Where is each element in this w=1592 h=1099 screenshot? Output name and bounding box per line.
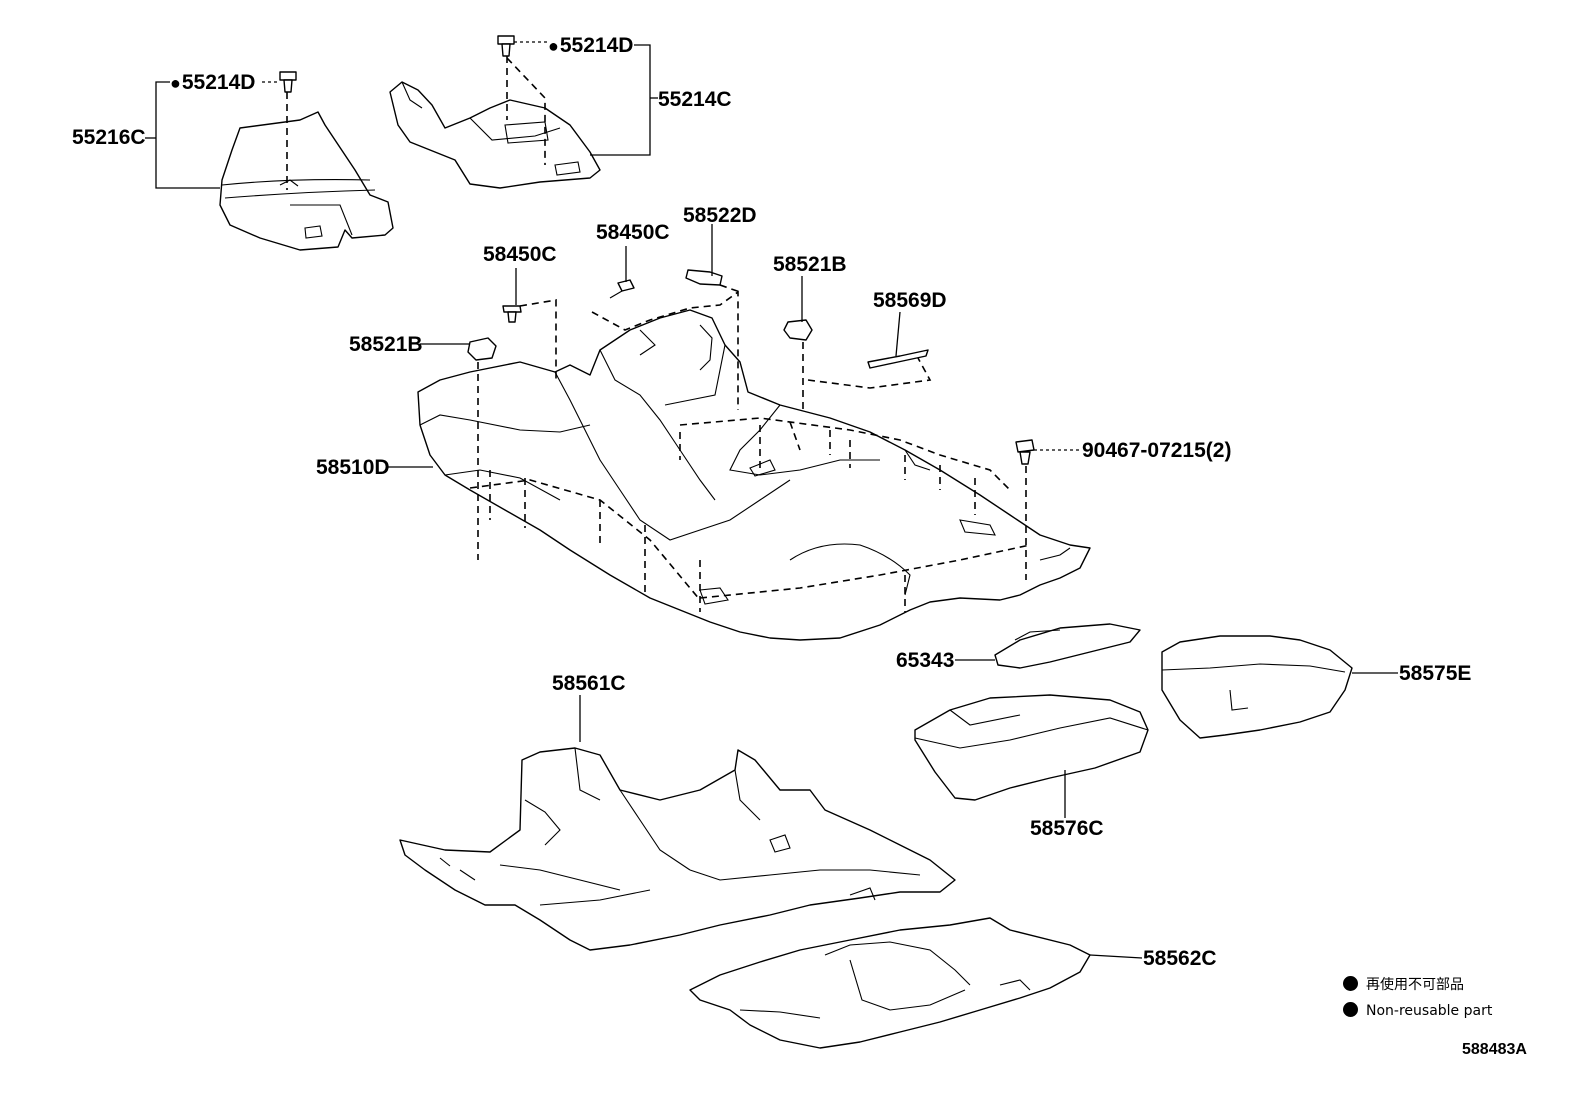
dashed-alignment-lines (286, 56, 1031, 612)
legend-english-text: Non-reusable part (1366, 1003, 1493, 1019)
label-58576c: 58576C (1030, 817, 1104, 840)
label-58510d: 58510D (316, 456, 390, 479)
non-reusable-dot-icon (1343, 976, 1358, 991)
label-58521b-right: 58521B (773, 253, 847, 276)
label-58450c-left: 58450C (483, 243, 557, 266)
non-reusable-dot-icon (1343, 1002, 1358, 1017)
pad-65343-part[interactable] (994, 623, 1141, 669)
box-58575e-part[interactable] (1161, 635, 1353, 739)
bolt-55214d-top-part[interactable] (497, 35, 515, 57)
clip-58521b-left-part[interactable] (467, 337, 497, 361)
label-55214d-left: 55214D (170, 72, 256, 93)
label-58450c-mid: 58450C (596, 221, 670, 244)
carpet-58562c-part[interactable] (689, 917, 1091, 1049)
legend: 再使用不可部品 Non-reusable part (1343, 972, 1492, 1024)
label-58522d: 58522D (683, 204, 757, 227)
bolt-55214d-left-part[interactable] (279, 71, 297, 93)
label-55214d-top: 55214D (548, 35, 634, 56)
box-58576c-part[interactable] (914, 694, 1149, 801)
label-58561c: 58561C (552, 672, 626, 695)
label-58521b-left: 58521B (349, 333, 423, 356)
leader-lines (145, 41, 1398, 959)
diagram-code: 588483A (1462, 1041, 1527, 1058)
clip-58450c-left-part[interactable] (502, 305, 522, 323)
clip-90467-part[interactable] (1015, 439, 1035, 465)
silencer-55214c-part[interactable] (389, 81, 601, 189)
strip-58569d-part[interactable] (867, 349, 929, 369)
clip-58521b-right-part[interactable] (783, 319, 813, 341)
legend-row-english: Non-reusable part (1343, 998, 1492, 1024)
silencer-55216c-part[interactable] (219, 111, 394, 251)
label-58575e: 58575E (1399, 662, 1472, 685)
clip-58522d-part[interactable] (685, 269, 723, 286)
label-55216c: 55216C (72, 126, 146, 149)
label-58569d: 58569D (873, 289, 947, 312)
label-55214c: 55214C (658, 88, 732, 111)
legend-row-japanese: 再使用不可部品 (1343, 972, 1492, 998)
legend-japanese-text: 再使用不可部品 (1366, 977, 1464, 993)
label-65343: 65343 (896, 649, 955, 672)
clip-58450c-mid-part[interactable] (609, 279, 635, 299)
carpet-58510d-part[interactable] (417, 309, 1091, 641)
carpet-58561c-part[interactable] (399, 747, 956, 951)
label-58562c: 58562C (1143, 947, 1217, 970)
label-90467-07215: 90467-07215(2) (1082, 439, 1232, 462)
